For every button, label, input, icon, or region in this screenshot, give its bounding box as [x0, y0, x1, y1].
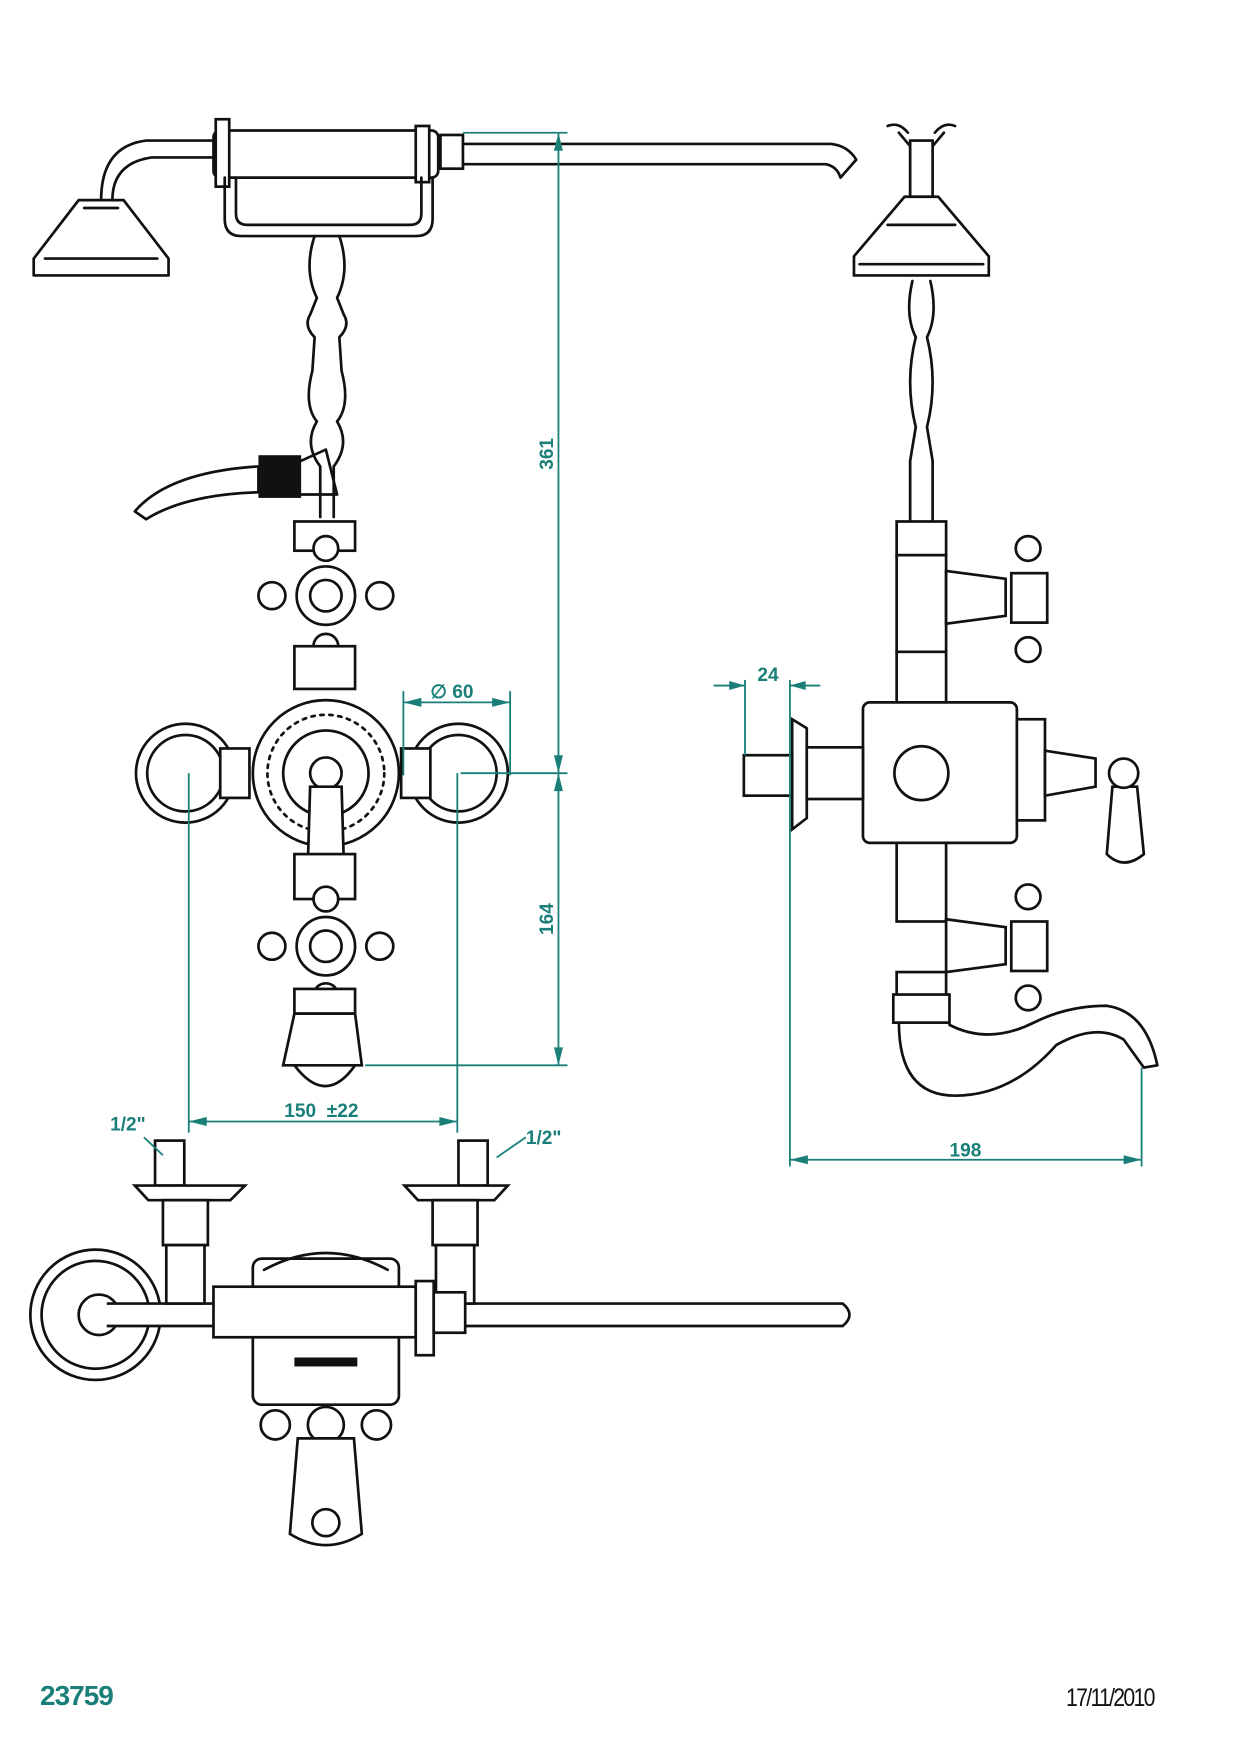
dim-inlet-left: 1/2"	[110, 1115, 146, 1136]
side-lever	[1105, 785, 1146, 864]
handset-body	[212, 129, 440, 180]
bottom-cap	[281, 1012, 364, 1067]
product-code: 23759	[40, 1680, 114, 1711]
top-view	[28, 1139, 851, 1547]
dim-164: 164	[537, 903, 558, 935]
dimension-lines: 361 164 ∅ 60 24 150 ±22 198 1/2" 1/2"	[110, 131, 1143, 1167]
side-spout	[897, 1004, 1159, 1098]
dim-diameter-60: ∅ 60	[430, 682, 473, 703]
side-shower-head	[852, 195, 991, 277]
spout-arm	[461, 142, 858, 180]
dim-361: 361	[537, 438, 558, 470]
front-view	[32, 117, 858, 1088]
hand-shower-head	[32, 198, 170, 277]
side-view	[742, 123, 1159, 1098]
dim-150: 150 ±22	[284, 1101, 358, 1122]
dim-inlet-right: 1/2"	[526, 1128, 562, 1149]
drawing-date: 17/11/2010	[1066, 1684, 1155, 1712]
riser-column	[306, 234, 348, 519]
dim-24: 24	[757, 665, 779, 686]
dim-198: 198	[949, 1140, 981, 1161]
top-lever	[288, 1437, 364, 1547]
